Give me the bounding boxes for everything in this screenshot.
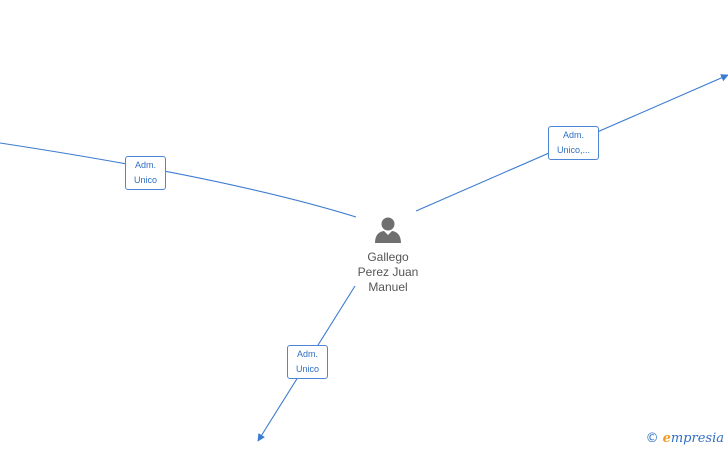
person-name: Gallego Perez Juan Manuel	[340, 250, 436, 295]
edge-label-left[interactable]: Adm. Unico	[125, 156, 166, 190]
edge-label-line: Unico	[133, 175, 157, 185]
brand-name: mpresia	[670, 431, 724, 446]
person-icon	[375, 217, 401, 243]
edge-label-line: Unico	[295, 364, 319, 374]
brand-watermark: ©empresia	[646, 431, 724, 446]
edge-label-line: Adm.	[296, 349, 318, 359]
edge-label-right[interactable]: Adm. Unico,...	[548, 126, 599, 160]
edge-label-line: Adm.	[134, 160, 156, 170]
edge-label-line: Unico,...	[556, 145, 590, 155]
person-name-line: Manuel	[368, 280, 408, 294]
edge-left[interactable]	[0, 142, 357, 218]
person-name-line: Gallego	[367, 250, 409, 264]
person-node[interactable]: Gallego Perez Juan Manuel	[340, 214, 436, 295]
edge-label-line: Adm.	[562, 130, 584, 140]
copyright-icon: ©	[645, 431, 659, 446]
brand-initial: e	[662, 431, 671, 446]
person-name-line: Perez Juan	[357, 265, 419, 279]
edge-label-bottom[interactable]: Adm. Unico	[287, 345, 328, 379]
